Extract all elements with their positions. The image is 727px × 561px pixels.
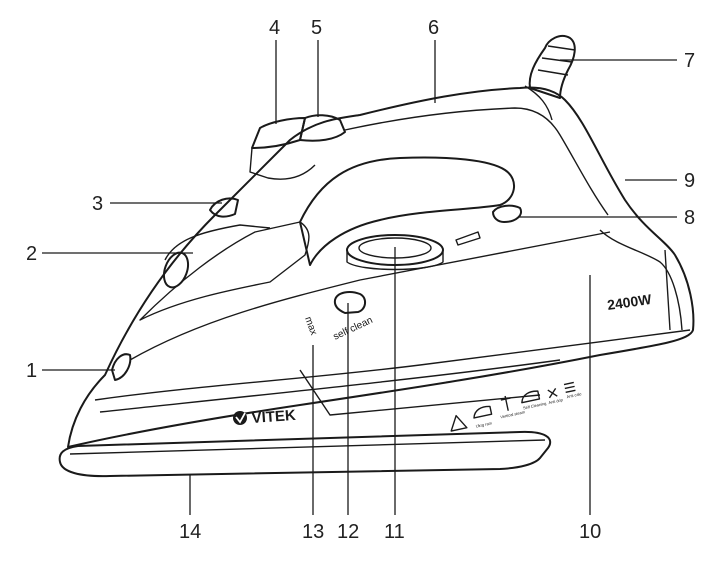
svg-text:Ukrg ram: Ukrg ram: [475, 420, 493, 428]
iron-steam-icon: Ukrg ram: [473, 405, 493, 429]
callout-9: 9: [625, 170, 695, 192]
soleplate: [58, 430, 552, 478]
self-clean-icon: Self Cleaning: [521, 390, 547, 411]
svg-text:Self Cleaning: Self Cleaning: [522, 401, 546, 411]
svg-text:Anti drip: Anti drip: [548, 397, 564, 405]
svg-text:4: 4: [269, 17, 280, 39]
callout-6: 6: [428, 17, 439, 103]
brand-name: VITEK: [251, 407, 296, 427]
callout-3: 3: [92, 193, 222, 215]
svg-text:5: 5: [311, 17, 322, 39]
svg-text:12: 12: [337, 521, 359, 543]
svg-text:1: 1: [26, 360, 37, 382]
svg-text:13: 13: [302, 521, 324, 543]
callout-7: 7: [560, 50, 695, 72]
svg-text:Anti calc: Anti calc: [566, 391, 582, 399]
cord-protector: [528, 34, 576, 99]
anti-calc-icon: Anti calc: [563, 381, 582, 399]
callout-14: 14: [179, 475, 201, 543]
spray-button[interactable]: [209, 197, 239, 218]
callout-13: 13: [302, 345, 324, 543]
svg-text:10: 10: [579, 521, 601, 543]
self-clean-label: self clean: [332, 315, 375, 343]
callout-11: 11: [384, 247, 405, 543]
max-label: max: [302, 315, 319, 337]
svg-text:Vertical steam: Vertical steam: [500, 409, 526, 419]
callout-10: 10: [579, 275, 601, 543]
water-inlet-cover[interactable]: [160, 249, 193, 290]
vertical-steam-icon: Vertical steam: [500, 395, 526, 419]
svg-text:3: 3: [92, 193, 103, 215]
handle[interactable]: [299, 156, 515, 266]
callout-8: 8: [518, 207, 695, 229]
svg-text:2: 2: [26, 243, 37, 265]
vitek-logo: VITEK: [233, 407, 297, 427]
indicator-light: [492, 204, 522, 223]
svg-text:7: 7: [684, 50, 695, 72]
svg-text:14: 14: [179, 521, 201, 543]
steam-boost-button[interactable]: [251, 117, 306, 149]
svg-text:11: 11: [384, 521, 405, 543]
callout-2: 2: [26, 243, 193, 265]
svg-text:6: 6: [428, 17, 439, 39]
svg-text:8: 8: [684, 207, 695, 229]
iron-body: [67, 86, 695, 448]
self-clean-button[interactable]: [333, 291, 366, 314]
power-label: 2400W: [606, 291, 653, 313]
callout-12: 12: [337, 303, 359, 543]
hot-surface-warning-icon: [450, 414, 468, 432]
anti-drip-icon: Anti drip: [547, 387, 564, 405]
svg-text:9: 9: [684, 170, 695, 192]
spray-nozzle: [111, 353, 132, 381]
callout-4: 4: [269, 17, 280, 124]
callout-1: 1: [26, 360, 115, 382]
care-symbols: Ukrg ram Vertical steam Self Cleaning An…: [450, 381, 582, 432]
steam-control-button[interactable]: [299, 114, 346, 142]
callout-5: 5: [311, 17, 322, 117]
